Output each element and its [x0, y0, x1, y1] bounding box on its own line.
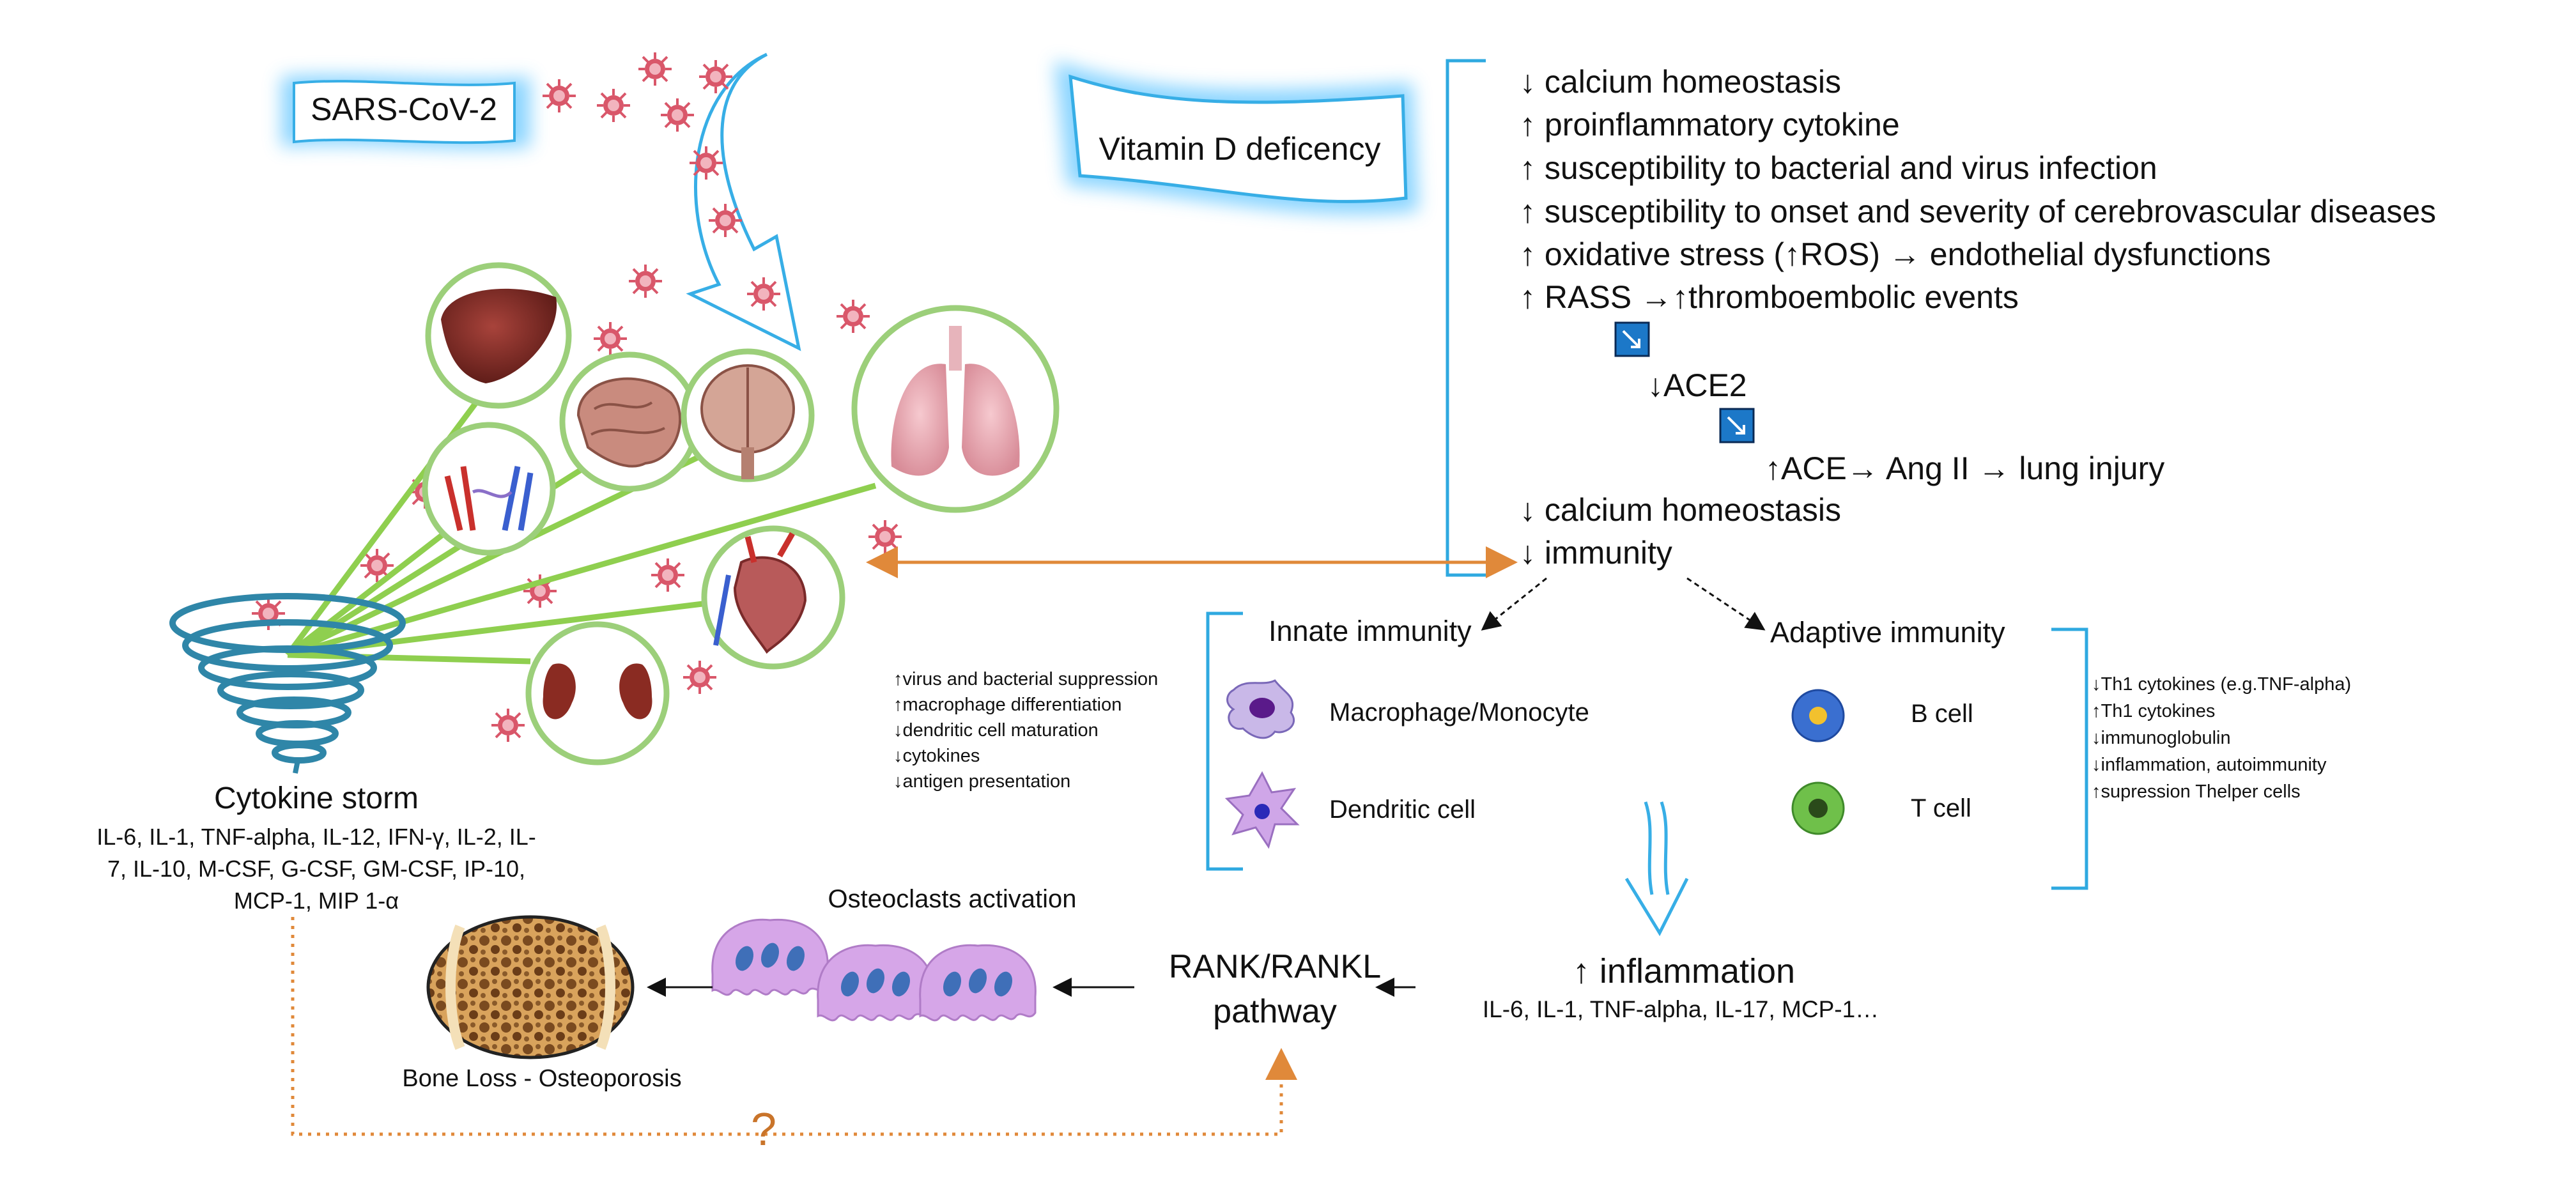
effects-bracket — [1446, 59, 1486, 577]
tornado-icon — [169, 593, 406, 774]
cytokine-storm-title: Cytokine storm — [214, 781, 419, 815]
dendritic-label: Dendritic cell — [1329, 796, 1476, 824]
innate-note: ↑virus and bacterial suppression — [893, 669, 1158, 689]
adaptive-note: ↓Th1 cytokines (e.g.TNF-alpha) — [2092, 674, 2351, 695]
osteoclast-cells-icon — [711, 918, 1037, 1022]
adaptive-title: Adaptive immunity — [1770, 616, 2005, 649]
bone-icon — [426, 915, 635, 1059]
rank-line1: RANK/RANKL — [1169, 948, 1381, 985]
cytokine-storm-line: MCP-1, MIP 1-α — [234, 888, 399, 914]
question-mark: ? — [751, 1104, 776, 1155]
heart-organ — [701, 525, 845, 670]
vitd-text: Vitamin D deficency — [1099, 131, 1381, 167]
sars-label: SARS-CoV-2 — [281, 75, 530, 149]
dendritic-cell-icon — [1224, 771, 1300, 849]
effect-item: ↑ proinflammatory cytokine — [1520, 107, 1900, 142]
adaptive-note: ↑supression Thelper cells — [2092, 781, 2301, 802]
cytokine-storm-line: IL-6, IL-1, TNF-alpha, IL-12, IFN-γ, IL-… — [96, 824, 536, 850]
ace2-text: ↓ACE2 — [1647, 367, 1747, 403]
liver-organ — [425, 262, 572, 409]
effect-item: ↓ calcium homeostasis — [1520, 492, 1841, 528]
lungs-organ — [851, 305, 1060, 513]
inflammation-title: ↑ inflammation — [1573, 952, 1795, 990]
brain-front-organ — [681, 348, 815, 482]
b-cell-icon — [1791, 689, 1845, 742]
effect-item: ↑ oxidative stress (↑ROS) → endothelial … — [1520, 236, 2271, 272]
adaptive-note: ↑Th1 cytokines — [2092, 701, 2215, 721]
effect-item: ↑ susceptibility to bacterial and virus … — [1520, 150, 2157, 186]
innate-title: Innate immunity — [1269, 615, 1472, 647]
effect-item: ↑ susceptibility to onset and severity o… — [1520, 194, 2436, 229]
vitd-label: Vitamin D deficency — [1054, 61, 1419, 215]
adaptive-note: ↓immunoglobulin — [2092, 728, 2231, 748]
adaptive-note: ↓inflammation, autoimmunity — [2092, 755, 2327, 775]
t-cell-icon — [1791, 781, 1845, 835]
down-arrow-icon — [1614, 321, 1650, 357]
macrophage-label: Macrophage/Monocyte — [1329, 698, 1589, 727]
innate-bracket — [1206, 612, 1243, 871]
innate-arrow — [1481, 577, 1547, 631]
brain-side-organ — [559, 351, 700, 492]
innate-note: ↓dendritic cell maturation — [893, 720, 1099, 741]
osteoclasts-title: Osteoclasts activation — [828, 885, 1076, 913]
storm-to-rank-dotted-path — [291, 917, 1297, 1136]
immunity-text: ↓ immunity — [1520, 535, 1672, 571]
cytokine-storm-line: 7, IL-10, M-CSF, G-CSF, GM-CSF, IP-10, — [107, 856, 525, 882]
innate-notes: ↑virus and bacterial suppression ↑macrop… — [893, 669, 1158, 792]
vessels-organ — [422, 422, 556, 556]
inflammation-down-arrow — [1624, 801, 1689, 937]
effect-item: ↓ calcium homeostasis — [1520, 64, 1841, 100]
adaptive-notes: ↓Th1 cytokines (e.g.TNF-alpha) ↑Th1 cyto… — [2092, 674, 2351, 802]
rank-line2: pathway — [1213, 993, 1337, 1030]
macrophage-icon — [1226, 679, 1295, 739]
adaptive-bracket — [2051, 627, 2088, 890]
innate-note: ↓cytokines — [893, 746, 980, 766]
innate-note: ↓antigen presentation — [893, 771, 1070, 792]
sars-text: SARS-CoV-2 — [311, 91, 497, 127]
adaptive-arrow — [1686, 577, 1766, 631]
ace-text: ↑ACE→ Ang II → lung injury — [1765, 450, 2164, 486]
kidneys-organ — [525, 621, 670, 765]
inflammation-cytokines: IL-6, IL-1, TNF-alpha, IL-17, MCP-1… — [1483, 996, 1879, 1022]
virus-entry-arrow — [686, 52, 801, 351]
bone-loss-label: Bone Loss - Osteoporosis — [402, 1065, 681, 1092]
b-cell-label: B cell — [1911, 700, 1973, 728]
t-cell-label: T cell — [1911, 794, 1971, 822]
down-arrow-icon — [1719, 408, 1755, 443]
effects-list: ↓ calcium homeostasis ↑ proinflammatory … — [1520, 64, 2436, 315]
effect-item: ↑ RASS →↑thromboembolic events — [1520, 279, 2019, 315]
innate-note: ↑macrophage differentiation — [893, 695, 1122, 715]
